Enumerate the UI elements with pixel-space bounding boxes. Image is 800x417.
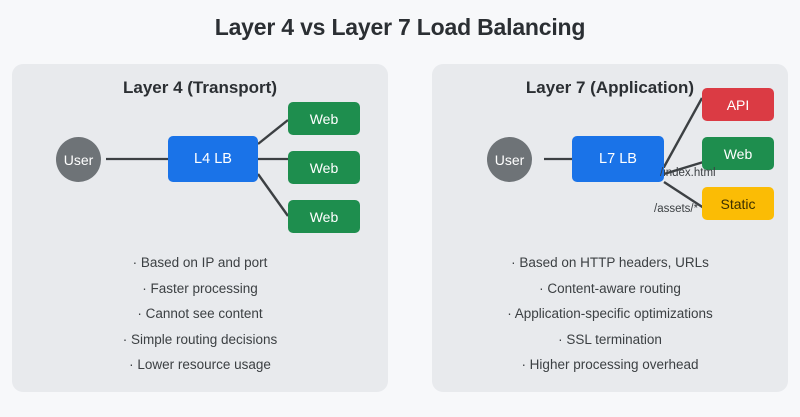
layer4-node-web-1[interactable]: Web — [288, 102, 360, 135]
list-item: · Higher processing overhead — [521, 357, 699, 372]
layer4-node-web-2[interactable]: Web — [288, 151, 360, 184]
list-item: · Application-specific optimizations — [507, 306, 713, 321]
layer7-node-web[interactable]: Web — [702, 137, 774, 170]
page-title: Layer 4 vs Layer 7 Load Balancing — [214, 14, 586, 40]
layer7-node-user[interactable]: User — [487, 137, 532, 182]
layer4-diagram: User L4 LB Web Web Web — [12, 64, 388, 254]
list-item: · Based on HTTP headers, URLs — [511, 255, 709, 270]
layer7-node-web-label: Web — [723, 145, 753, 162]
list-item: · Based on IP and port — [132, 255, 268, 270]
layer4-node-web-1-label: Web — [309, 110, 339, 127]
list-item: · Content-aware routing — [539, 280, 681, 296]
layer7-node-loadbalancer[interactable]: L7 LB — [572, 136, 664, 182]
panel-layer7: Layer 7 (Application) User L7 LB API Web… — [432, 64, 788, 392]
layer4-bullet-list: · Based on IP and port · Faster processi… — [12, 250, 388, 378]
list-item: · Faster processing — [142, 280, 258, 296]
layer7-node-user-label: User — [494, 151, 525, 168]
layer4-node-loadbalancer-label: L4 LB — [194, 151, 232, 167]
layer4-node-web-3-label: Web — [309, 208, 339, 225]
panel-layer7-title: Layer 7 (Application) — [525, 78, 695, 97]
layer4-node-web-2-label: Web — [309, 159, 339, 176]
layer7-edge-label-assets: /assets/* — [654, 203, 699, 215]
layer7-node-static-label: Static — [720, 195, 756, 212]
list-item: · Cannot see content — [137, 306, 263, 321]
layer7-bullet-list: · Based on HTTP headers, URLs · Content-… — [432, 250, 788, 378]
layer7-node-api-label: API — [726, 96, 750, 113]
layer7-diagram: User L7 LB API Web Static /api/* /index.… — [432, 64, 788, 254]
layer7-edge-label-index: /index.html — [660, 167, 716, 179]
panel-layer4: Layer 4 (Transport) User L4 LB Web Web W… — [12, 64, 388, 392]
layer4-node-loadbalancer[interactable]: L4 LB — [168, 136, 258, 182]
layer7-node-api[interactable]: API — [702, 88, 774, 121]
layer4-node-user-label: User — [63, 151, 94, 168]
panel-layer4-title: Layer 4 (Transport) — [123, 78, 277, 97]
layer4-connector-lines — [106, 119, 289, 217]
list-item: · Lower resource usage — [129, 357, 271, 372]
layer4-node-user[interactable]: User — [56, 137, 101, 182]
layer7-node-loadbalancer-label: L7 LB — [599, 151, 637, 167]
layer4-node-web-3[interactable]: Web — [288, 200, 360, 233]
list-item: · Simple routing decisions — [122, 331, 278, 347]
list-item: · SSL termination — [558, 331, 662, 347]
layer7-node-static[interactable]: Static — [702, 187, 774, 220]
